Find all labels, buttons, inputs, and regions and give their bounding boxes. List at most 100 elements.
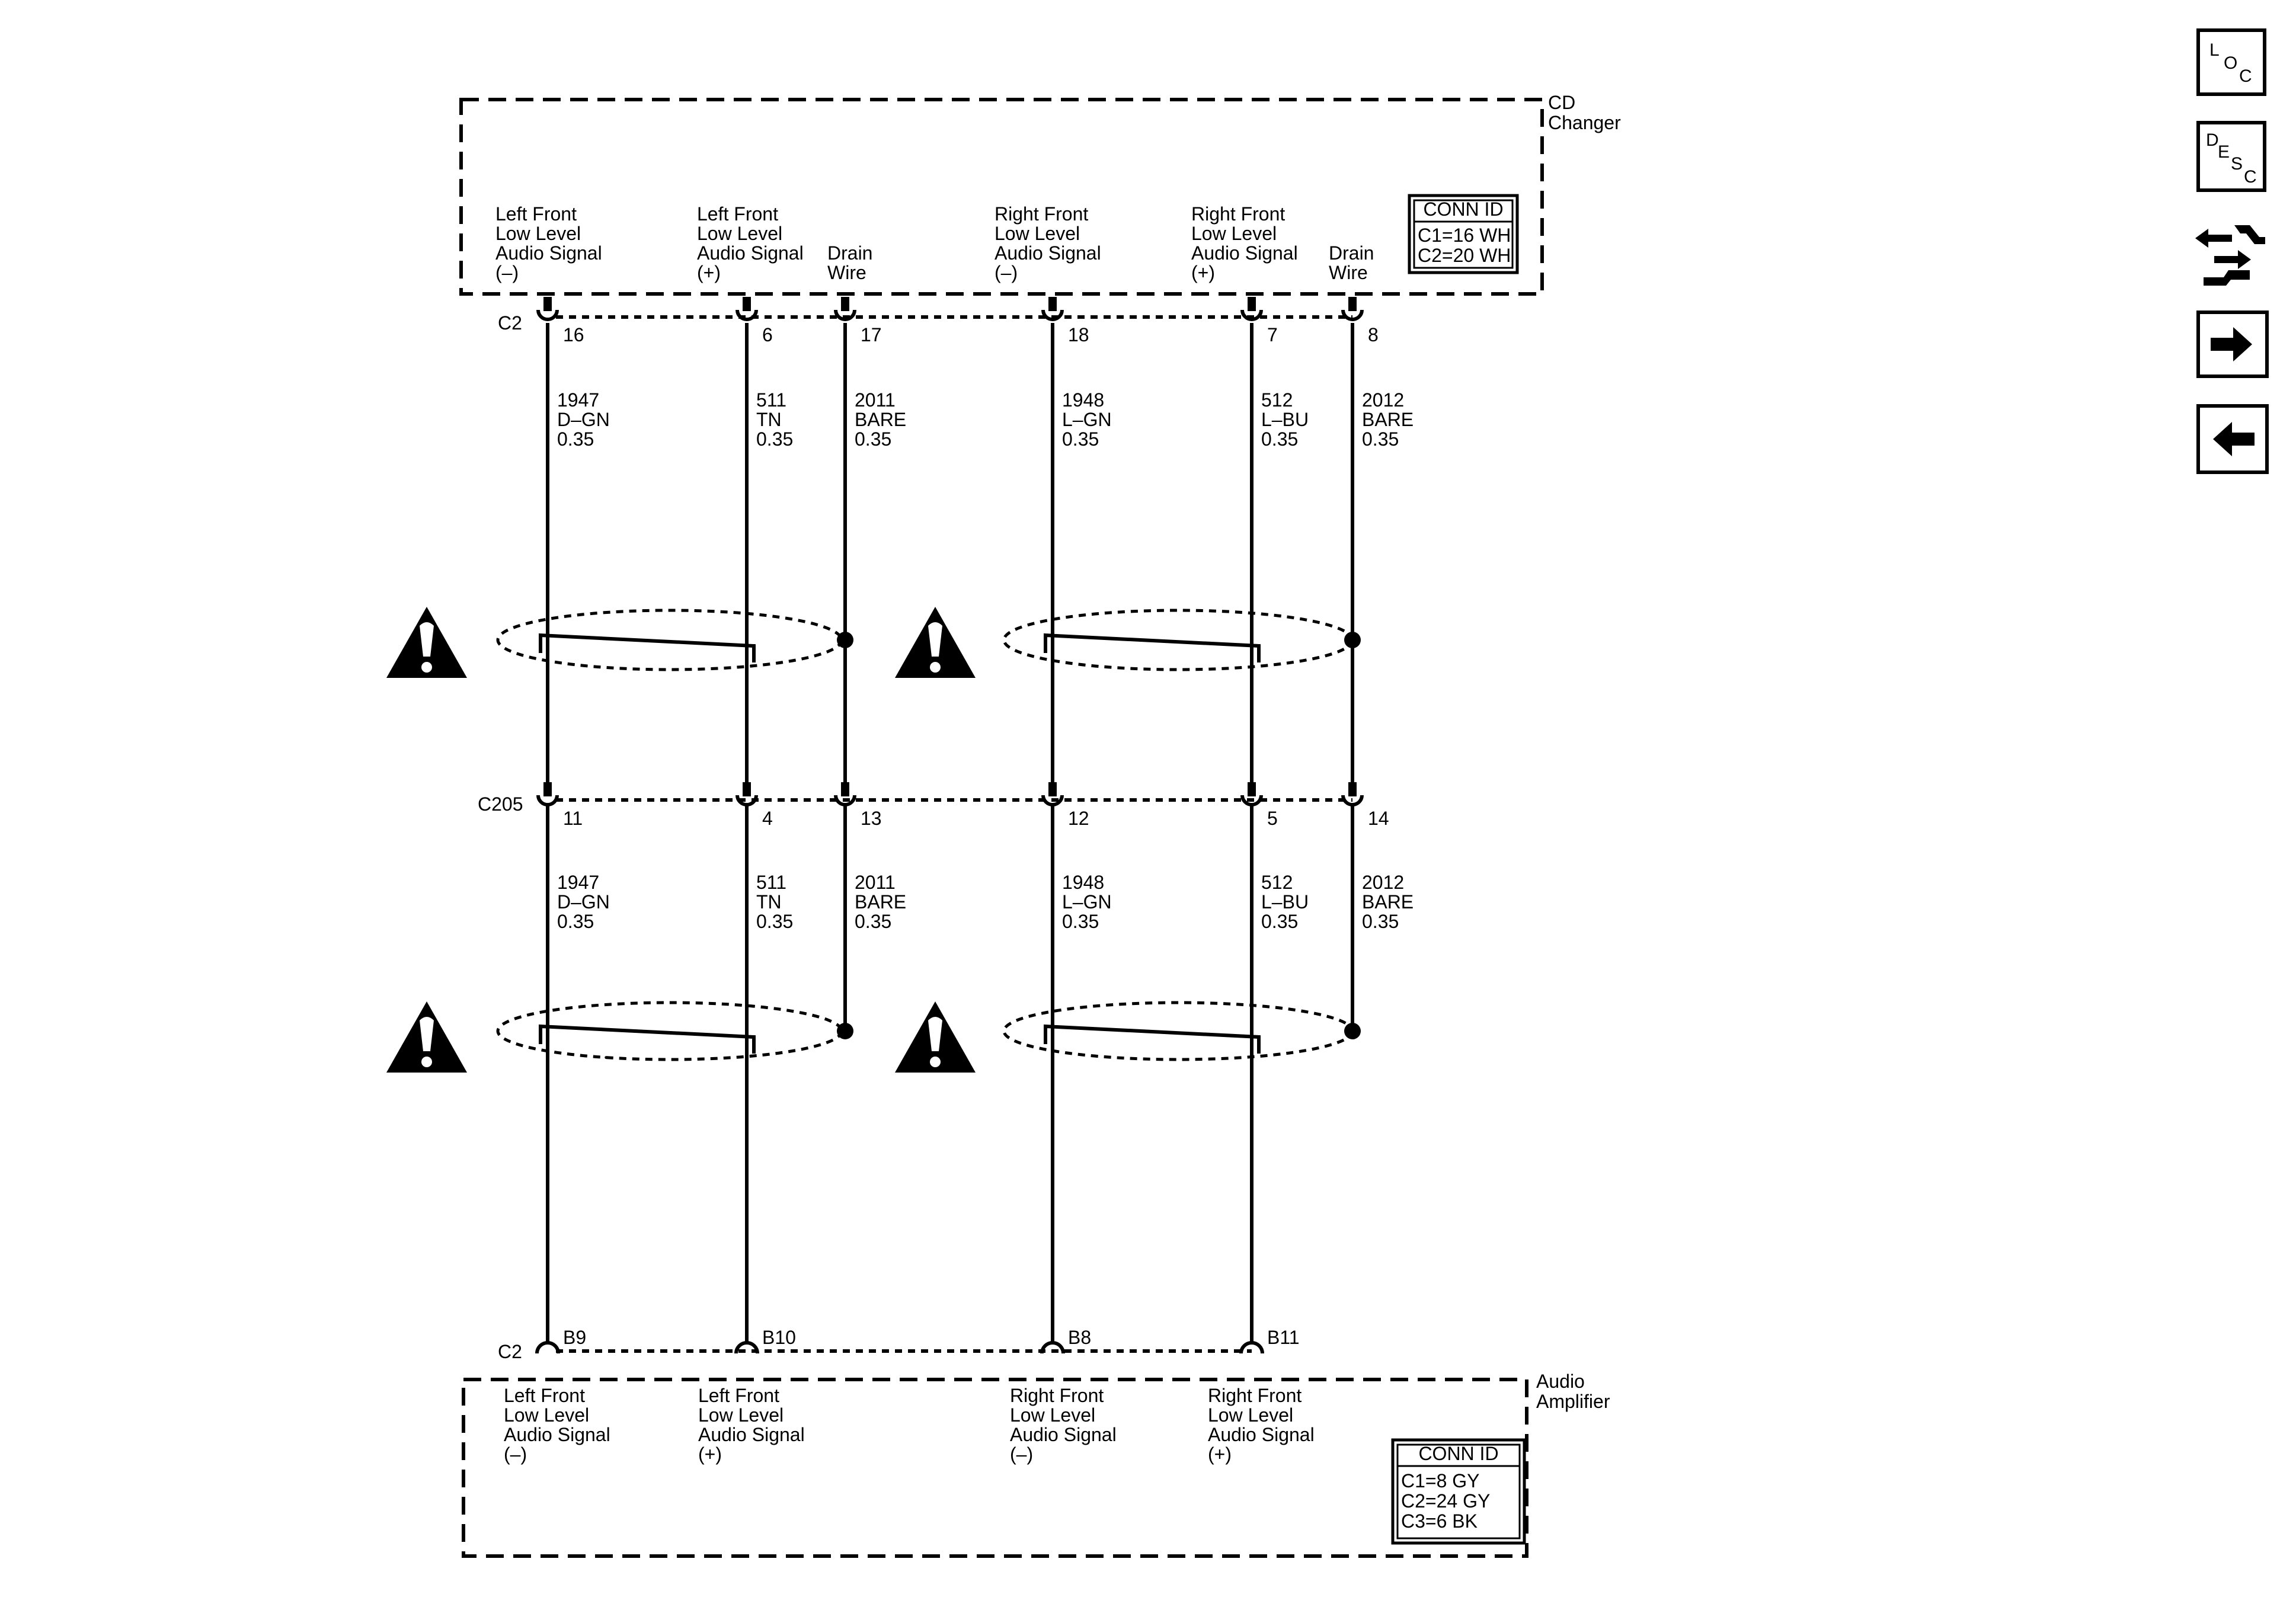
cd-changer-pin-number: 17 bbox=[861, 324, 882, 345]
cd-changer-terminal bbox=[834, 309, 856, 321]
connector-label-c205: C205 bbox=[478, 793, 523, 815]
cd-changer-terminal-pin bbox=[743, 297, 751, 311]
c205-terminal bbox=[736, 795, 758, 806]
c205-terminal-pin bbox=[1048, 782, 1057, 796]
svg-text:O: O bbox=[2224, 53, 2237, 73]
svg-text:S: S bbox=[2231, 154, 2243, 174]
warnings bbox=[386, 607, 976, 1073]
c205-terminal-pin bbox=[743, 782, 751, 796]
shield-outline bbox=[1002, 1001, 1354, 1061]
conn-id-line: C2=24 GY bbox=[1401, 1490, 1490, 1512]
caution-exclamation-dot bbox=[930, 662, 941, 673]
cd-changer-terminal-pin bbox=[543, 297, 552, 311]
harness-connector-button[interactable] bbox=[2193, 220, 2270, 287]
twisted-pair-symbol bbox=[1044, 633, 1261, 662]
cd-changer-conn-id: CONN ID C1=16 WH C2=20 WH bbox=[1408, 194, 1519, 274]
svg-text:L: L bbox=[2209, 40, 2220, 60]
cd-changer-terminal-pin bbox=[1248, 297, 1256, 311]
c205-pin-number: 12 bbox=[1068, 808, 1089, 829]
previous-page-button[interactable] bbox=[2196, 404, 2269, 474]
caution-exclamation-dot bbox=[421, 662, 432, 673]
loc-icon: L O C bbox=[2209, 40, 2252, 86]
arrow-right-icon bbox=[2211, 327, 2252, 361]
cd-changer-pin-number: 8 bbox=[1368, 324, 1379, 345]
conn-id-header: CONN ID bbox=[1423, 199, 1503, 220]
amplifier-terminal bbox=[535, 1341, 560, 1354]
caution-exclamation bbox=[928, 622, 942, 657]
cd-changer-terminal bbox=[536, 309, 559, 321]
caution-triangle-icon bbox=[895, 1001, 976, 1073]
cd-changer-terminal bbox=[1240, 309, 1263, 321]
drain-splice-dot bbox=[1344, 632, 1361, 648]
cd-changer-pin-number: 16 bbox=[563, 324, 584, 345]
loc-button[interactable]: L O C bbox=[2196, 28, 2266, 96]
cd-changer-terminal-pin bbox=[1048, 297, 1057, 311]
audio-amplifier-box bbox=[462, 1378, 1528, 1558]
audio-amplifier-title: Audio Amplifier bbox=[1536, 1371, 1610, 1412]
c205-terminal-pin bbox=[1248, 782, 1256, 796]
amplifier-pin-number: B11 bbox=[1267, 1327, 1300, 1348]
caution-triangle-icon bbox=[386, 1001, 467, 1073]
amplifier-terminal bbox=[1040, 1341, 1065, 1354]
c205-terminal bbox=[536, 795, 559, 806]
c205-terminal-pin bbox=[841, 782, 849, 796]
drain-splice-dot bbox=[837, 1023, 853, 1039]
c205-pin-number: 5 bbox=[1267, 808, 1278, 829]
cd-changer-title: CD Changer bbox=[1548, 92, 1621, 133]
conn-id-line: C3=6 BK bbox=[1401, 1510, 1478, 1532]
desc-icon: D E S C bbox=[2206, 130, 2257, 187]
twisted-pair-symbol bbox=[1044, 1024, 1261, 1054]
c205-pin-number: 14 bbox=[1368, 808, 1389, 829]
amplifier-pin-number: B10 bbox=[762, 1327, 796, 1348]
caution-exclamation-dot bbox=[930, 1057, 941, 1067]
connector-label-c2-changer: C2 bbox=[498, 312, 522, 334]
c205-pin-number: 13 bbox=[861, 808, 882, 829]
twisted-pair-symbol bbox=[539, 1024, 756, 1054]
c205-pin-number: 4 bbox=[762, 808, 773, 829]
amplifier-terminal bbox=[734, 1341, 759, 1354]
c205-terminal-pin bbox=[1348, 782, 1357, 796]
cd-changer-terminal bbox=[1341, 309, 1364, 321]
cd-changer-terminal bbox=[736, 309, 758, 321]
twisted-pair-symbol bbox=[539, 633, 756, 662]
svg-text:D: D bbox=[2206, 130, 2219, 150]
desc-button[interactable]: D E S C bbox=[2196, 121, 2266, 192]
svg-text:C: C bbox=[2244, 167, 2257, 187]
cd-changer-pin-number: 6 bbox=[762, 324, 773, 345]
svg-text:E: E bbox=[2218, 142, 2230, 162]
amplifier-terminal bbox=[1239, 1341, 1264, 1354]
cd-changer-terminal-pin bbox=[841, 297, 849, 311]
cd-changer-terminal bbox=[1041, 309, 1064, 321]
conn-id-line: C1=16 WH bbox=[1418, 225, 1511, 246]
caution-exclamation bbox=[420, 1017, 434, 1051]
next-page-button[interactable] bbox=[2196, 311, 2269, 378]
cd-changer-pin-number: 18 bbox=[1068, 324, 1089, 345]
audio-amplifier-conn-id: CONN ID C1=8 GY C2=24 GY C3=6 BK bbox=[1391, 1438, 1526, 1545]
harness-connector-icon bbox=[2195, 225, 2265, 286]
caution-exclamation bbox=[928, 1017, 942, 1051]
drain-splice-dot bbox=[837, 632, 853, 648]
shields bbox=[496, 609, 1361, 1061]
conn-id-line: C2=20 WH bbox=[1418, 245, 1511, 266]
